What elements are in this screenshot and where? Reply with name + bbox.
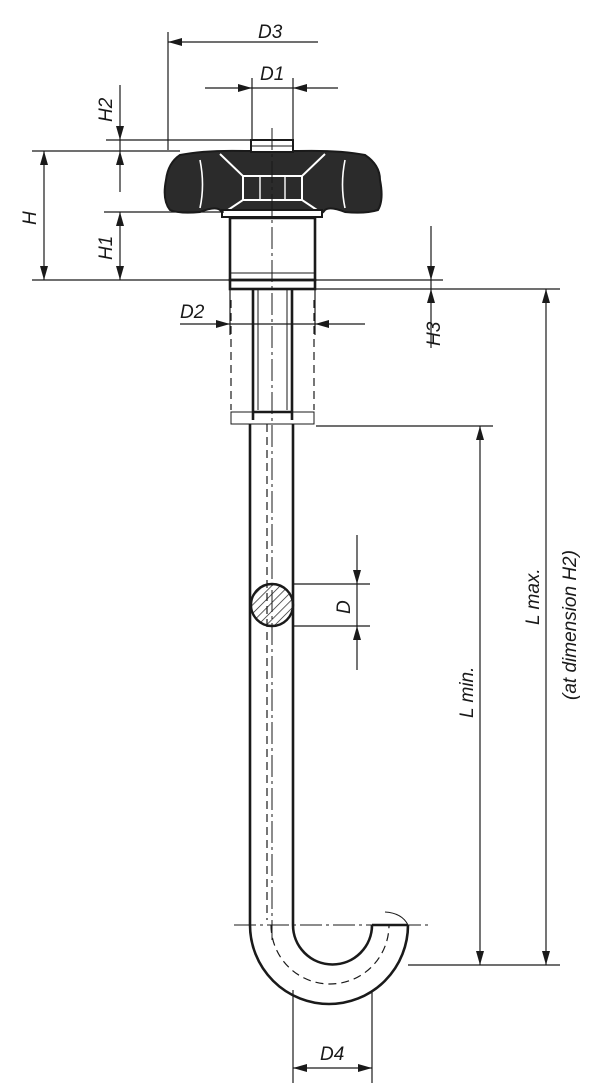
hook-rod — [248, 424, 295, 925]
dim-l-min: L min. — [316, 425, 493, 966]
label-h: H — [20, 211, 41, 225]
dim-h1: H1 — [96, 211, 224, 280]
dim-h2: H2 — [96, 85, 251, 192]
dim-d1: D1 — [205, 64, 338, 140]
dim-h: H — [20, 150, 230, 281]
j-hook — [234, 911, 430, 1006]
dim-d3: D3 — [167, 22, 318, 150]
rod-section — [249, 582, 295, 628]
dim-l-max: L max. (at dimension H2) — [493, 289, 581, 966]
label-l-max-note: (at dimension H2) — [560, 550, 581, 700]
knob-body — [163, 149, 383, 217]
dim-d: D — [294, 535, 370, 670]
label-h3: H3 — [424, 321, 445, 346]
dim-d2: D2 — [180, 289, 365, 335]
label-l-min: L min. — [457, 667, 478, 718]
threaded-section — [230, 289, 315, 425]
label-h1: H1 — [96, 236, 117, 260]
label-d4: D4 — [320, 1044, 344, 1065]
label-d: D — [334, 600, 355, 614]
label-d1: D1 — [260, 64, 284, 85]
label-l-max: L max. — [523, 568, 544, 625]
label-d2: D2 — [180, 302, 205, 323]
dim-h3: H3 — [316, 226, 560, 348]
label-d3: D3 — [258, 22, 283, 43]
dim-d4: D4 — [292, 990, 373, 1083]
star-knob — [163, 139, 383, 218]
label-h2: H2 — [96, 97, 117, 122]
